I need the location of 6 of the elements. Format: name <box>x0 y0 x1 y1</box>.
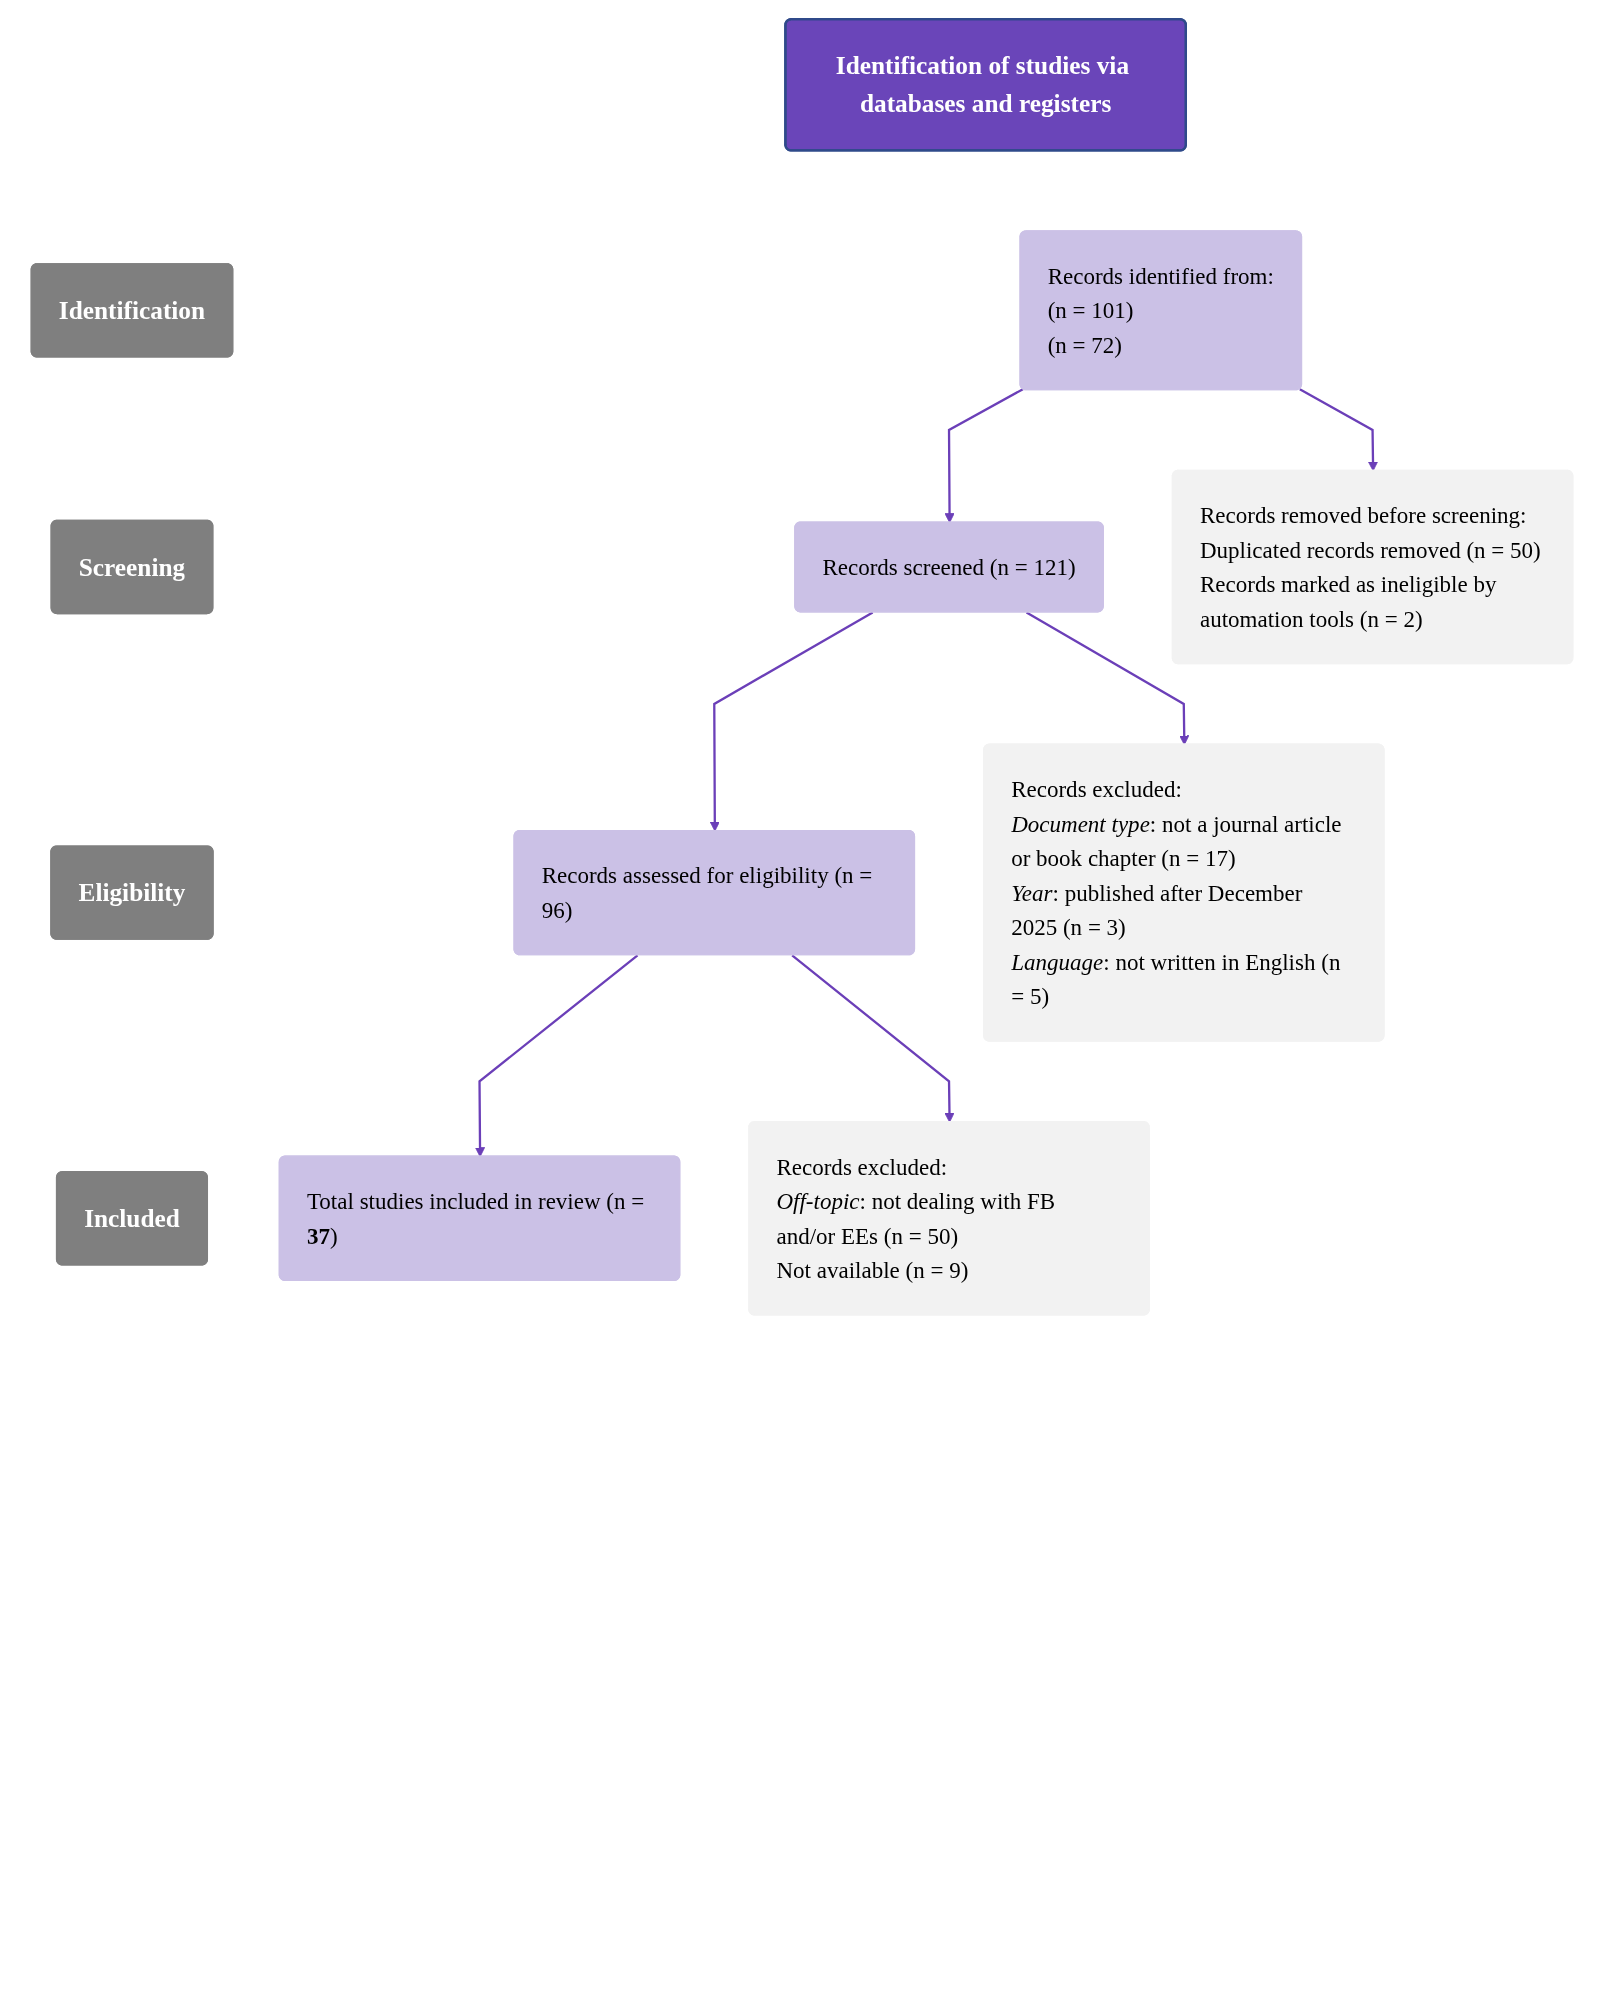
arrow <box>1299 388 1379 472</box>
arrow <box>944 388 1024 524</box>
arrow <box>474 954 639 1158</box>
arrow <box>709 611 874 832</box>
arrow <box>791 954 955 1123</box>
arrow <box>1025 611 1190 746</box>
